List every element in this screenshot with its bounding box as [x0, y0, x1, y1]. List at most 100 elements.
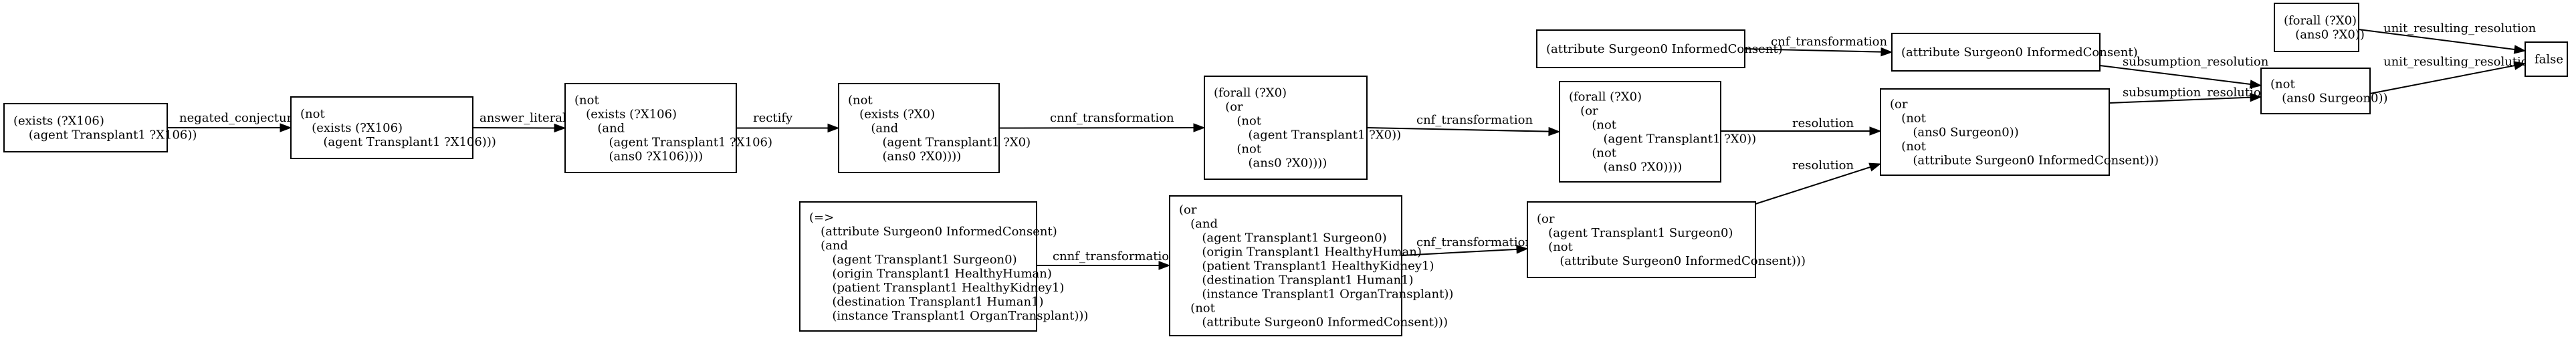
proof-node-box: [1204, 76, 1368, 180]
proof-node-line: (or: [1890, 97, 1908, 111]
edge-label-cnnf-transformation: cnnf_transformation: [1050, 111, 1174, 125]
arrowhead-icon: [1881, 47, 1893, 57]
proof-node-line: (exists (?X106): [300, 121, 403, 135]
proof-node-n13: (=> (attribute Surgeon0 InformedConsent)…: [799, 201, 1088, 332]
proof-node-n12: false: [2525, 41, 2568, 77]
proof-node-n3: (not (exists (?X106) (and (agent Transpl…: [564, 83, 772, 173]
arrowhead-icon: [1548, 126, 1561, 136]
edge-line: [2109, 96, 2251, 104]
proof-node-line: (exists (?X106): [574, 107, 677, 121]
arrowhead-icon: [1869, 126, 1882, 136]
proof-node-line: false: [2535, 52, 2563, 66]
edge-line: [1366, 127, 1549, 132]
proof-node-box: [1169, 195, 1402, 336]
arrowhead-icon: [554, 123, 566, 133]
edge-label-cnf-transformation: cnf_transformation: [1771, 35, 1887, 49]
arrowhead-icon: [2250, 92, 2262, 102]
edge-line: [2369, 65, 2515, 94]
proof-node-box: [290, 96, 473, 159]
proof-node-n6: (forall (?X0) (or (not (agent Transplant…: [1559, 81, 1756, 183]
edge-label-unit-resulting-resolution: unit_resulting_resolution: [2383, 55, 2537, 69]
proof-node-line: (and: [574, 121, 625, 135]
arrowhead-icon: [2513, 45, 2527, 54]
proof-node-line: (origin Transplant1 HealthyHuman): [809, 267, 1052, 281]
proof-node-line: (not: [2270, 77, 2295, 91]
proof-node-box: [564, 83, 737, 173]
proof-node-box: [799, 201, 1037, 332]
proof-node-line: (instance Transplant1 OrganTransplant)): [1179, 287, 1453, 301]
proof-node-line: (ans0 ?X0)))): [848, 149, 961, 163]
arrowhead-icon: [280, 123, 292, 132]
proof-node-line: (ans0 ?X0)))): [1214, 156, 1327, 170]
proof-node-line: (exists (?X0): [848, 107, 935, 121]
edge-n15-n9: resolution: [1755, 158, 1882, 205]
edge-label-answer-literal: answer_literal: [479, 111, 566, 125]
proof-node-line: (not: [1537, 240, 1574, 254]
proof-node-line: (agent Transplant1 ?X106))): [300, 135, 496, 149]
proof-node-line: (exists (?X106): [13, 114, 104, 128]
proof-node-line: (not: [848, 93, 873, 107]
arrowhead-icon: [1193, 123, 1206, 132]
proof-node-line: (destination Transplant1 Human1): [809, 295, 1044, 309]
proof-node-line: (agent Transplant1 ?X0)): [1214, 128, 1401, 142]
proof-node-box: [3, 103, 168, 152]
proof-node-line: (agent Transplant1 ?X0)): [1569, 132, 1756, 146]
proof-node-n2: (not (exists (?X106) (agent Transplant1 …: [290, 96, 496, 159]
proof-node-line: (attribute Surgeon0 InformedConsent): [1901, 45, 2138, 60]
proof-node-line: (attribute Surgeon0 InformedConsent))): [1179, 315, 1448, 329]
edge-n5-n6: cnf_transformation: [1366, 113, 1561, 136]
proof-node-line: (agent Transplant1 Surgeon0): [809, 253, 1017, 267]
edge-n14-n15: cnf_transformation: [1401, 235, 1533, 256]
edge-label-cnf-transformation: cnf_transformation: [1416, 235, 1533, 249]
proof-node-n8: (attribute Surgeon0 InformedConsent): [1891, 33, 2138, 72]
proof-node-line: (destination Transplant1 Human1): [1179, 273, 1414, 287]
proof-node-n14: (or (and (agent Transplant1 Surgeon0) (o…: [1169, 195, 1453, 336]
edge-n11-n12: unit_resulting_resolution: [2358, 21, 2537, 54]
proof-node-n11: (forall (?X0) (ans0 ?X0)): [2274, 3, 2365, 52]
edge-n1-n2: negated_conjecture: [167, 111, 300, 132]
edge-n6-n9: resolution: [1721, 116, 1882, 136]
proof-node-line: (or: [1537, 212, 1555, 226]
proof-node-n4: (not (exists (?X0) (and (agent Transplan…: [838, 83, 1031, 173]
arrowhead-icon: [827, 123, 840, 133]
proof-node-box: [1559, 81, 1721, 183]
proof-node-line: (ans0 ?X0)))): [1569, 160, 1682, 174]
edge-line: [1755, 166, 1871, 205]
proof-node-line: (ans0 Surgeon0)): [2270, 91, 2388, 105]
proof-node-line: (not: [1214, 114, 1262, 128]
edge-label-subsumption-resolution: subsumption_resolution: [2123, 86, 2269, 100]
proof-node-line: (ans0 ?X0)): [2284, 27, 2365, 41]
edge-label-negated-conjecture: negated_conjecture: [179, 111, 300, 125]
proof-node-line: (origin Transplant1 HealthyHuman): [1179, 245, 1422, 259]
edge-line: [2358, 29, 2515, 50]
proof-node-line: (agent Transplant1 ?X106)): [13, 128, 197, 142]
arrowhead-icon: [2513, 61, 2527, 70]
proof-node-line: (not: [1569, 146, 1617, 160]
edge-line: [1401, 248, 1517, 256]
proof-node-line: (ans0 Surgeon0)): [1890, 125, 2019, 139]
edge-label-subsumption-resolution: subsumption_resolution: [2123, 55, 2269, 69]
proof-node-line: (ans0 ?X106)))): [574, 149, 703, 163]
proof-node-line: (not: [1569, 118, 1617, 132]
proof-node-box: [2525, 41, 2568, 77]
edge-line: [1744, 48, 1882, 53]
proof-node-line: (=>: [809, 211, 834, 225]
edge-n3-n4: rectify: [736, 111, 840, 133]
proof-node-line: (attribute Surgeon0 InformedConsent): [1546, 42, 1783, 56]
proof-node-n5: (forall (?X0) (or (not (agent Transplant…: [1204, 76, 1401, 180]
proof-node-line: (agent Transplant1 Surgeon0): [1179, 231, 1387, 245]
proof-node-n1: (exists (?X106) (agent Transplant1 ?X106…: [3, 103, 197, 152]
edge-n8-n10: subsumption_resolution: [2099, 55, 2269, 89]
edges-layer: negated_conjecture answer_literal rectify c…: [167, 21, 2537, 270]
nodes-layer: (exists (?X106) (agent Transplant1 ?X106…: [3, 3, 2568, 336]
arrowhead-icon: [1158, 261, 1171, 270]
proof-node-line: (and: [809, 239, 848, 253]
proof-node-n10: (not (ans0 Surgeon0)): [2260, 68, 2388, 114]
edge-n13-n14: cnnf_transformation: [1037, 249, 1177, 270]
proof-node-line: (not: [1890, 111, 1927, 125]
proof-node-line: (or: [1214, 100, 1243, 114]
edge-n9-n10: subsumption_resolution: [2109, 86, 2269, 104]
proof-node-line: (attribute Surgeon0 InformedConsent): [809, 225, 1057, 239]
edge-n4-n5: cnnf_transformation: [998, 111, 1206, 132]
proof-node-box: [838, 83, 1000, 173]
